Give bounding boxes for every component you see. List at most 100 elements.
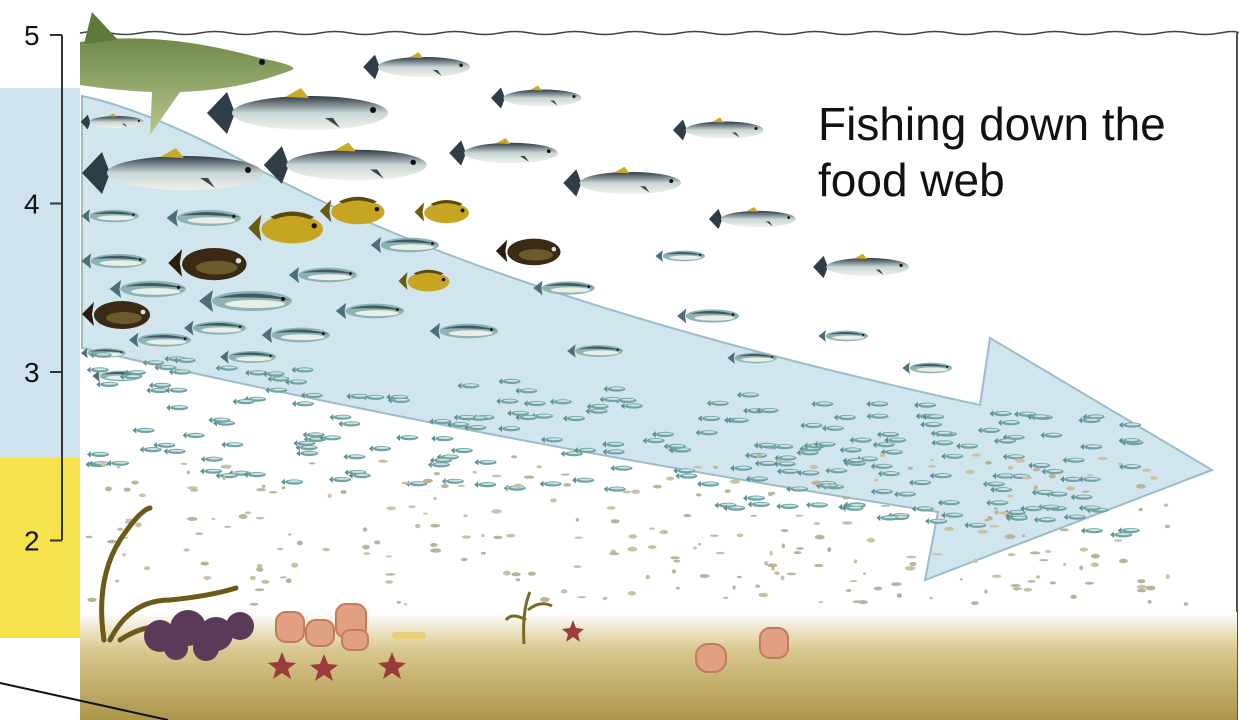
- plankton-speck: [1066, 486, 1075, 490]
- plankton-speck: [1039, 559, 1048, 561]
- plankton-speck: [506, 534, 515, 538]
- plankton-speck: [1049, 474, 1056, 479]
- plankton-speck: [723, 597, 728, 599]
- plankton-speck: [1091, 554, 1100, 559]
- plankton-speck: [1164, 504, 1168, 507]
- plankton-speck: [756, 454, 761, 458]
- plankton-speck: [385, 555, 392, 557]
- plankton-speck: [1139, 508, 1143, 512]
- plankton-speck: [537, 465, 542, 468]
- plankton-speck: [684, 514, 692, 517]
- left-panel-blue: [0, 88, 80, 458]
- plankton-speck: [239, 514, 248, 519]
- plankton-speck: [985, 461, 992, 465]
- plankton-speck: [87, 598, 96, 602]
- plankton-speck: [810, 465, 818, 470]
- plankton-speck: [434, 472, 440, 475]
- plankton-speck: [1008, 553, 1016, 556]
- plankton-speck: [648, 545, 657, 549]
- plankton-speck: [1082, 491, 1090, 493]
- plankton-speck: [628, 547, 638, 552]
- plankton-speck: [733, 585, 736, 589]
- plankton-speck: [378, 460, 388, 463]
- plankton-speck: [135, 522, 142, 527]
- plankton-speck: [575, 537, 583, 539]
- plankton-speck: [363, 552, 370, 555]
- plankton-speck: [201, 562, 209, 566]
- axis-tick-label: 2: [24, 526, 40, 557]
- plankton-speck: [972, 453, 981, 456]
- plankton-speck: [932, 553, 943, 555]
- plankton-speck: [867, 538, 875, 543]
- plankton-speck: [649, 527, 655, 529]
- plankton-speck: [659, 531, 664, 533]
- plankton-speck: [622, 491, 631, 494]
- axis-tick-label: 5: [24, 20, 40, 51]
- plankton-speck: [673, 560, 680, 563]
- diagram-title-line-1: Fishing down the: [818, 98, 1166, 150]
- plankton-speck: [631, 490, 640, 494]
- plankton-speck: [670, 556, 680, 559]
- plankton-speck: [994, 507, 998, 510]
- plankton-speck: [385, 573, 396, 575]
- plankton-speck: [781, 529, 788, 532]
- plankton-speck: [828, 484, 831, 486]
- plankton-speck: [960, 578, 963, 581]
- plankton-speck: [929, 597, 933, 600]
- plankton-speck: [433, 497, 437, 500]
- plankton-speck: [764, 561, 768, 566]
- plankton-speck: [493, 536, 502, 539]
- plankton-speck: [107, 540, 116, 544]
- plankton-speck: [776, 459, 782, 462]
- plankton-speck: [423, 513, 428, 515]
- plankton-speck: [973, 559, 978, 563]
- plankton-speck: [397, 601, 402, 604]
- plankton-speck: [245, 511, 252, 514]
- plankton-speck: [811, 481, 822, 486]
- plankton-speck: [737, 534, 744, 538]
- plankton-speck: [117, 528, 123, 531]
- plankton-speck: [1146, 586, 1156, 591]
- plankton-speck: [603, 597, 608, 600]
- plankton-speck: [966, 470, 974, 475]
- plankton-speck: [1063, 563, 1066, 567]
- plankton-speck: [514, 484, 523, 488]
- plankton-speck: [573, 565, 581, 568]
- plankton-speck: [280, 576, 287, 578]
- plankton-speck: [1030, 551, 1041, 554]
- plankton-speck: [430, 548, 441, 552]
- plankton-speck: [250, 576, 256, 581]
- plankton-speck: [481, 534, 484, 538]
- plankton-speck: [1010, 584, 1020, 587]
- plankton-speck: [905, 566, 916, 571]
- plankton-speck: [978, 530, 988, 534]
- plankton-speck: [461, 558, 467, 561]
- plankton-speck: [503, 571, 511, 576]
- plankton-speck: [223, 477, 226, 480]
- plankton-speck: [1166, 574, 1170, 579]
- plankton-speck: [1060, 528, 1069, 531]
- plankton-speck: [255, 588, 265, 591]
- plankton-speck: [782, 544, 786, 549]
- plankton-speck: [796, 547, 804, 550]
- plankton-speck: [362, 545, 369, 550]
- worm: [392, 632, 426, 639]
- plankton-speck: [1022, 476, 1033, 479]
- left-panel-yellow: [0, 458, 80, 638]
- plankton-speck: [1136, 484, 1146, 489]
- plankton-speck: [291, 563, 298, 568]
- plankton-speck: [814, 564, 824, 567]
- plankton-speck: [262, 485, 266, 488]
- plankton-speck: [516, 578, 521, 581]
- plankton-speck: [1165, 525, 1170, 529]
- plankton-speck: [770, 551, 773, 556]
- plankton-speck: [1119, 559, 1128, 563]
- plankton-speck: [874, 587, 882, 591]
- plankton-speck: [1098, 457, 1108, 460]
- plankton-speck: [374, 540, 380, 544]
- plankton-speck: [187, 486, 198, 489]
- plankton-speck: [100, 462, 106, 466]
- plankton-speck: [693, 466, 703, 469]
- plankton-speck: [261, 580, 269, 584]
- plankton-speck: [492, 475, 502, 478]
